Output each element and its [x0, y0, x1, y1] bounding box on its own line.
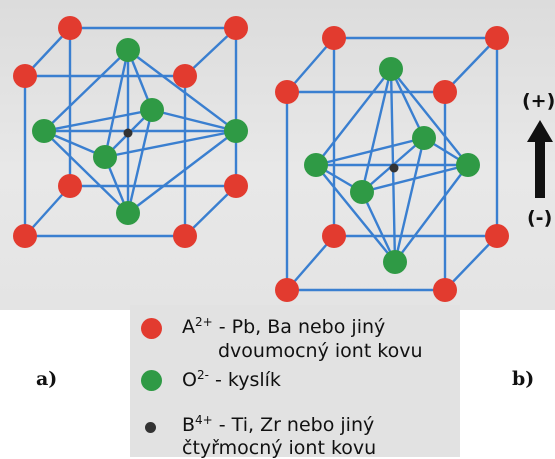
panel-a-label: a) [36, 368, 58, 390]
panel-a-oxygen-atom [32, 119, 56, 143]
panel-b-octa-edge [393, 163, 470, 264]
panel-a-oxygen-atom [93, 145, 117, 169]
crystal-diagrams [13, 16, 509, 302]
panel-a-octa-edge [150, 108, 238, 133]
panel-b-cation-a [433, 278, 457, 302]
panel-b-octa-edge [393, 136, 426, 264]
panel-b-cation-b [389, 163, 399, 173]
field-minus-label: (-) [527, 207, 553, 229]
legend-item-o: O2- - kyslík [182, 368, 281, 391]
panel-a-oxygen-atom [224, 119, 248, 143]
legend-symbol-b: B [182, 414, 196, 436]
panel-b-cation-a [485, 224, 509, 248]
panel-a-oxygen-atom [116, 201, 140, 225]
panel-b-octa-edge [314, 67, 393, 167]
panel-b-octa-edge [360, 67, 393, 194]
panel-b-octa-edge [314, 163, 397, 264]
panel-a-cation-b [123, 128, 133, 138]
panel-b-octa-edge [389, 67, 426, 140]
panel-a-cation-a [173, 64, 197, 88]
panel-a-octa-edge [103, 48, 130, 159]
legend-charge-o: 2- [196, 368, 209, 382]
legend-charge-b: 4+ [195, 413, 213, 427]
panel-a-octa-edge [126, 48, 238, 133]
legend-item-b: B4+ - Ti, Zr nebo jiný [182, 413, 375, 436]
panel-b-cube-edge [443, 234, 499, 292]
panel-b-cation-a [322, 26, 346, 50]
panel-a-cation-a [58, 16, 82, 40]
legend-marker-a [141, 318, 162, 339]
field-plus-label: (+) [522, 90, 555, 112]
panel-a-oxygen-atom [116, 38, 140, 62]
panel-a-oxygen-atom [140, 98, 164, 122]
panel-a-octa-edge [42, 48, 130, 133]
legend-charge-a: 2+ [195, 315, 213, 329]
legend-panel [130, 305, 460, 457]
panel-a-cation-a [13, 224, 37, 248]
panel-b-octa-edge [314, 136, 426, 167]
panel-a-octa-edge [126, 108, 154, 215]
panel-b-oxygen-atom [350, 180, 374, 204]
panel-b-cation-a [275, 80, 299, 104]
legend-item-a: A2+ - Pb, Ba nebo jiný [182, 315, 386, 338]
legend-cont-b: čtyřmocný iont kovu [182, 437, 377, 459]
legend-marker-b [145, 422, 156, 433]
panel-b-oxygen-atom [304, 153, 328, 177]
panel-b-oxygen-atom [412, 126, 436, 150]
legend-desc-a: - Pb, Ba nebo jiný [212, 316, 386, 338]
legend-desc-b: - Ti, Zr nebo jiný [212, 414, 375, 436]
legend-symbol-a: A [182, 316, 195, 338]
panel-a-cation-a [13, 64, 37, 88]
panel-a-cation-a [224, 174, 248, 198]
panel-b-oxygen-atom [456, 153, 480, 177]
panel-b-cation-a [485, 26, 509, 50]
panel-a-cation-a [58, 174, 82, 198]
legend-cont-a: dvoumocný iont kovu [218, 340, 423, 362]
panel-b-cation-a [275, 278, 299, 302]
panel-b-cube-edge [443, 36, 499, 94]
panel-a-octa-edge [126, 129, 238, 215]
panel-b-octa-edge [389, 67, 470, 167]
panel-b-label: b) [512, 368, 535, 390]
panel-a-cation-a [173, 224, 197, 248]
legend-marker-o [141, 370, 162, 391]
panel-b-cation-a [433, 80, 457, 104]
legend-symbol-o: O [182, 369, 197, 391]
panel-a-octa-edge [42, 108, 154, 133]
panel-a-cation-a [224, 16, 248, 40]
panel-a-octa-edge [42, 129, 130, 215]
panel-b-oxygen-atom [379, 57, 403, 81]
field-arrow-icon [527, 120, 553, 198]
legend-desc-o: - kyslík [208, 369, 281, 391]
panel-b-cation-a [322, 224, 346, 248]
panel-b-octa-edge [360, 190, 397, 264]
panel-b-octa-edge [360, 163, 470, 194]
panel-b-oxygen-atom [383, 250, 407, 274]
